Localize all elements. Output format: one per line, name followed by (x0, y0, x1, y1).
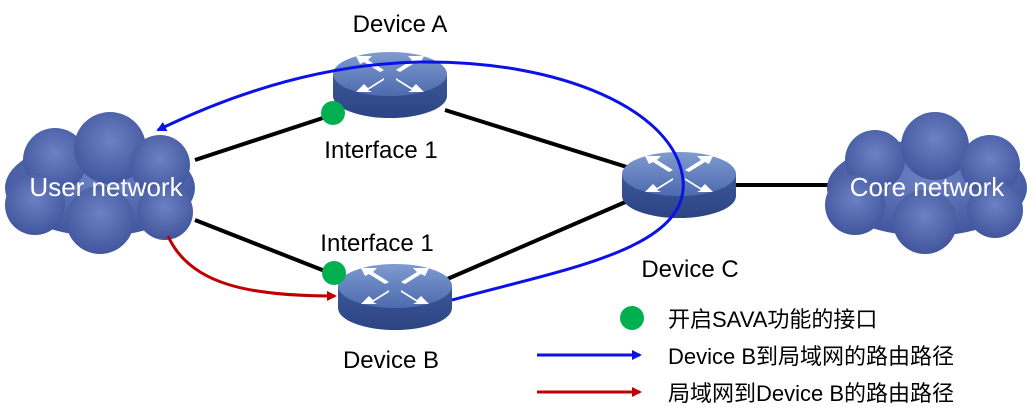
device-b-router-icon (338, 264, 452, 330)
blue-route-path (156, 60, 685, 302)
core-network-cloud: Core network (825, 112, 1027, 254)
legend-blue-label: Device B到局域网的路由路径 (668, 344, 954, 369)
legend-red-label: 局域网到Device B的路由路径 (668, 381, 954, 406)
link-user-device-a (194, 112, 336, 162)
device-b-label: Device B (343, 347, 439, 374)
link-device-b-device-c (444, 198, 631, 282)
core-network-label: Core network (850, 172, 1006, 202)
link-user-device-b (194, 218, 336, 277)
legend: 开启SAVA功能的接口 Device B到局域网的路由路径 局域网到Device… (537, 306, 954, 406)
user-network-label: User network (29, 172, 183, 202)
device-c-label: Device C (641, 256, 738, 283)
device-a-label: Device A (353, 11, 448, 38)
interface-a-label: Interface 1 (324, 137, 437, 164)
interface-b-label: Interface 1 (320, 230, 433, 257)
link-device-a-device-c (444, 108, 631, 170)
legend-sava-label: 开启SAVA功能的接口 (668, 307, 877, 332)
legend-sava-dot (620, 306, 644, 330)
sava-interface-dot-device-a (321, 101, 345, 125)
red-route-path (166, 235, 337, 301)
user-network-cloud: User network (5, 112, 195, 254)
links (194, 108, 830, 282)
sava-interface-dot-device-b (322, 261, 346, 285)
